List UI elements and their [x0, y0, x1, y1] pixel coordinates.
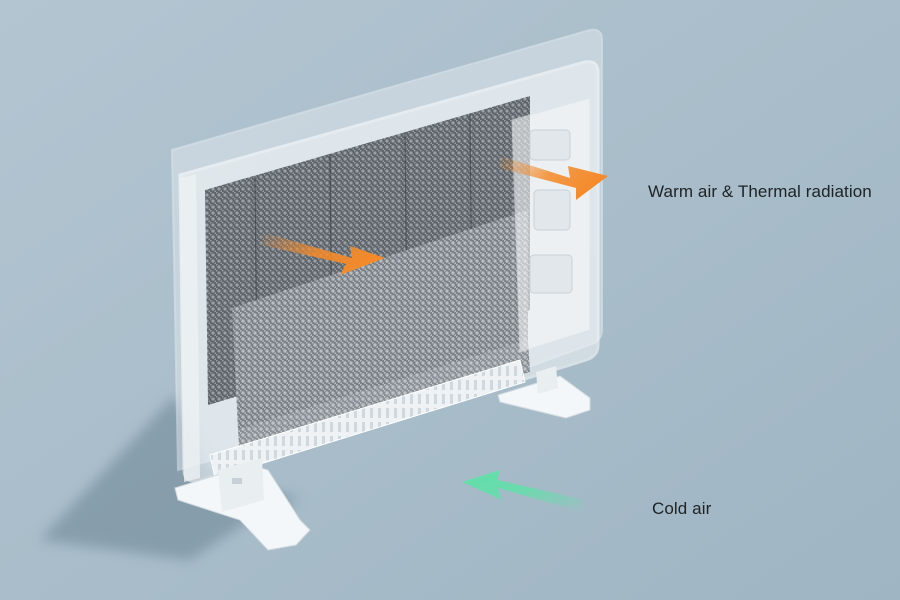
- control-components: [529, 129, 573, 294]
- cold-air-caption: Cold air: [652, 499, 712, 518]
- heating-element-front: [232, 210, 528, 430]
- warm-air-arrow-center: [262, 232, 385, 275]
- bottom-vent-grille: [209, 359, 526, 479]
- left-foot: [174, 458, 311, 551]
- left-frame-edge: [180, 174, 200, 482]
- right-foot: [497, 366, 591, 419]
- warm-air-caption: Warm air & Thermal radiation: [648, 182, 872, 201]
- cold-air-arrow: [462, 470, 584, 512]
- warm-air-arrow-right: [498, 155, 608, 200]
